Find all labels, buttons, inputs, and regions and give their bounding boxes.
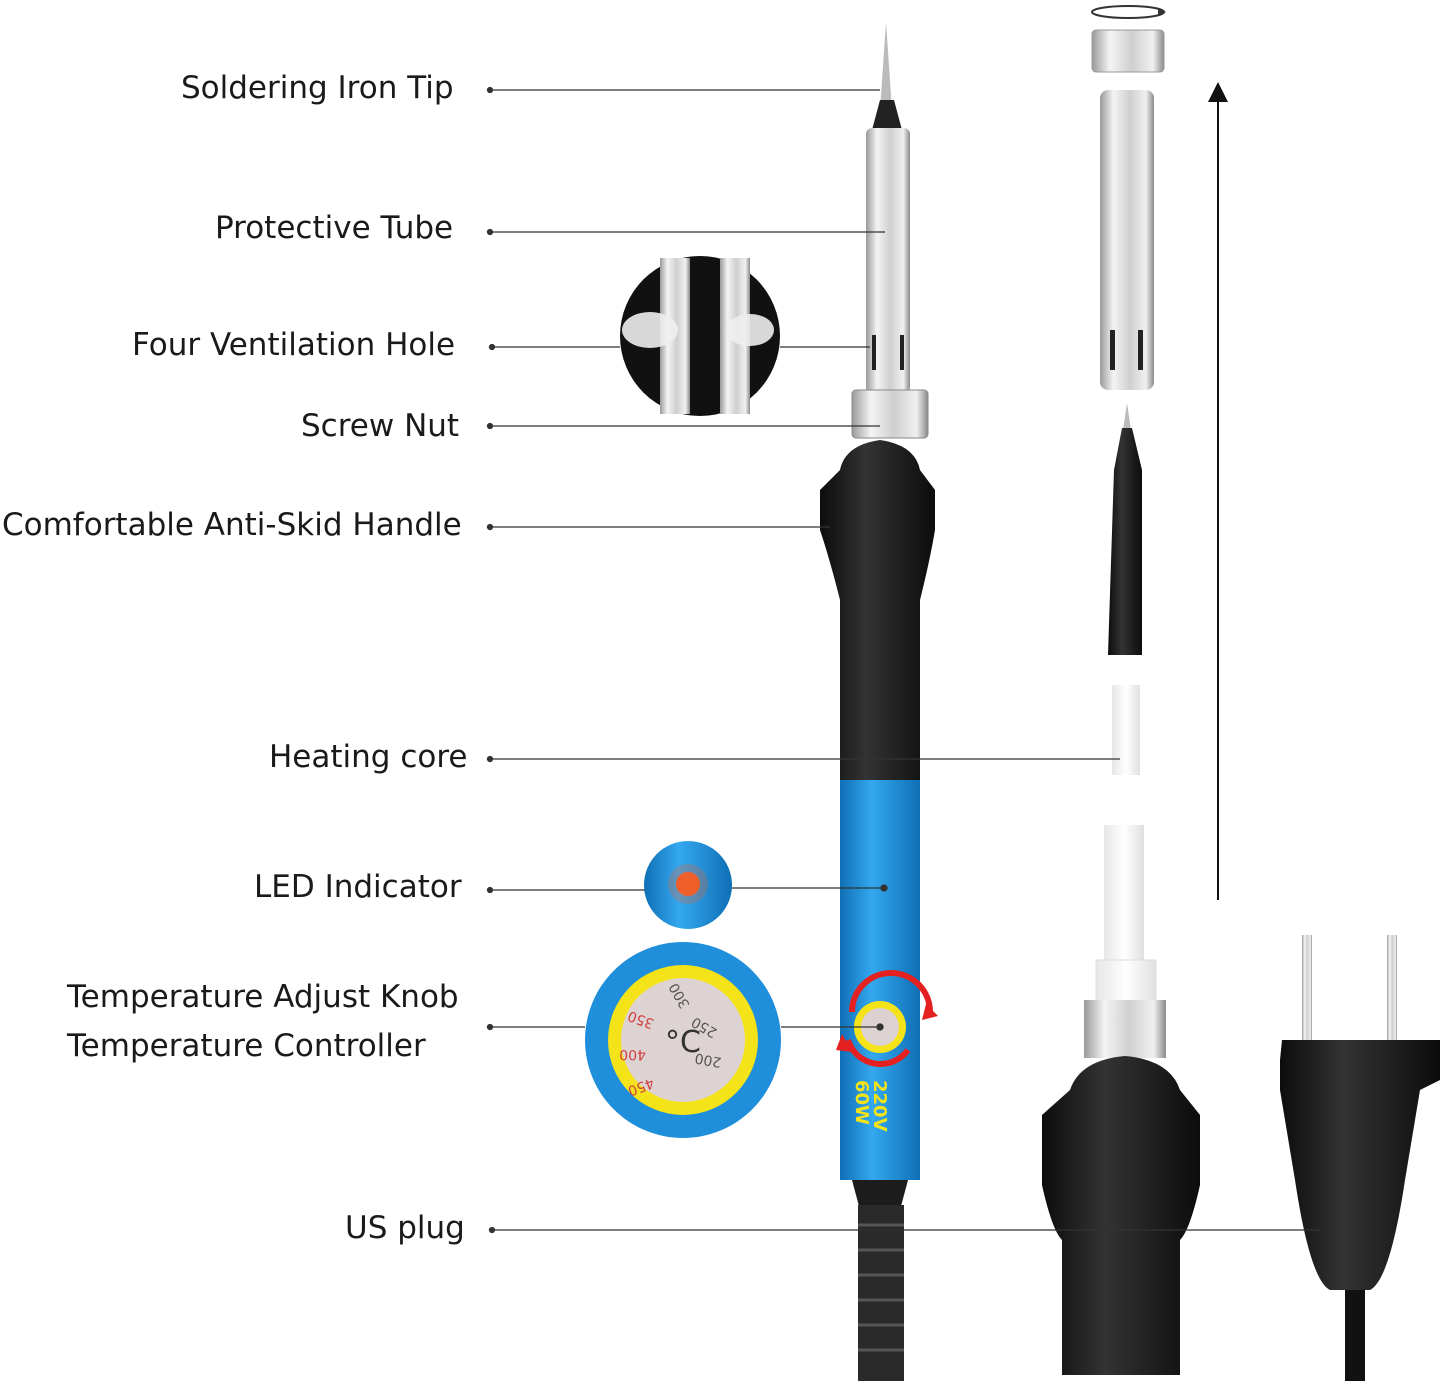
knob-unit: °C	[665, 1025, 701, 1060]
knob-zoom: °C 350 400 450 300 250 200	[585, 942, 781, 1138]
tip-point	[880, 22, 892, 110]
us-plug-illustration	[1280, 935, 1440, 1381]
label-heating-core: Heating core	[269, 739, 468, 775]
label-led-indicator: LED Indicator	[254, 869, 462, 905]
exploded-tube	[1100, 90, 1154, 390]
label-protective-tube: Protective Tube	[215, 210, 454, 246]
voltage-text: 220V	[869, 1080, 890, 1132]
rotate-arrow-icon	[849, 970, 933, 1013]
label-soldering-iron-tip: Soldering Iron Tip	[181, 70, 454, 106]
label-temperature-adjust-knob: Temperature Adjust Knob	[67, 979, 459, 1015]
handle-blue	[840, 780, 920, 1180]
label-screw-nut: Screw Nut	[301, 408, 460, 444]
label-us-plug: US plug	[345, 1210, 465, 1246]
exploded-tip	[1108, 428, 1142, 655]
cable-strain-relief	[858, 1205, 904, 1381]
exploded-thread	[1084, 1000, 1166, 1058]
exploded-handle	[1042, 1056, 1200, 1375]
knob-400: 400	[619, 1046, 646, 1062]
heating-core	[1112, 685, 1140, 775]
label-temperature-controller: Temperature Controller	[67, 1028, 426, 1064]
tip-black	[872, 100, 902, 130]
power-text: 60W	[851, 1080, 872, 1125]
label-anti-skid-handle: Comfortable Anti-Skid Handle	[2, 507, 462, 543]
protective-tube	[866, 128, 910, 393]
leader-lines	[486, 86, 1320, 1234]
label-four-ventilation-hole: Four Ventilation Hole	[132, 327, 456, 363]
led-zoom	[644, 841, 732, 929]
knob-200: 200	[694, 1049, 723, 1069]
ventilation-zoom	[620, 256, 780, 416]
screw-nut	[851, 389, 929, 439]
handle-black	[820, 440, 935, 780]
exploded-nut	[1091, 29, 1165, 73]
assembled-iron: 220V 60W	[820, 22, 938, 1381]
exploded-parts	[1042, 5, 1228, 1375]
